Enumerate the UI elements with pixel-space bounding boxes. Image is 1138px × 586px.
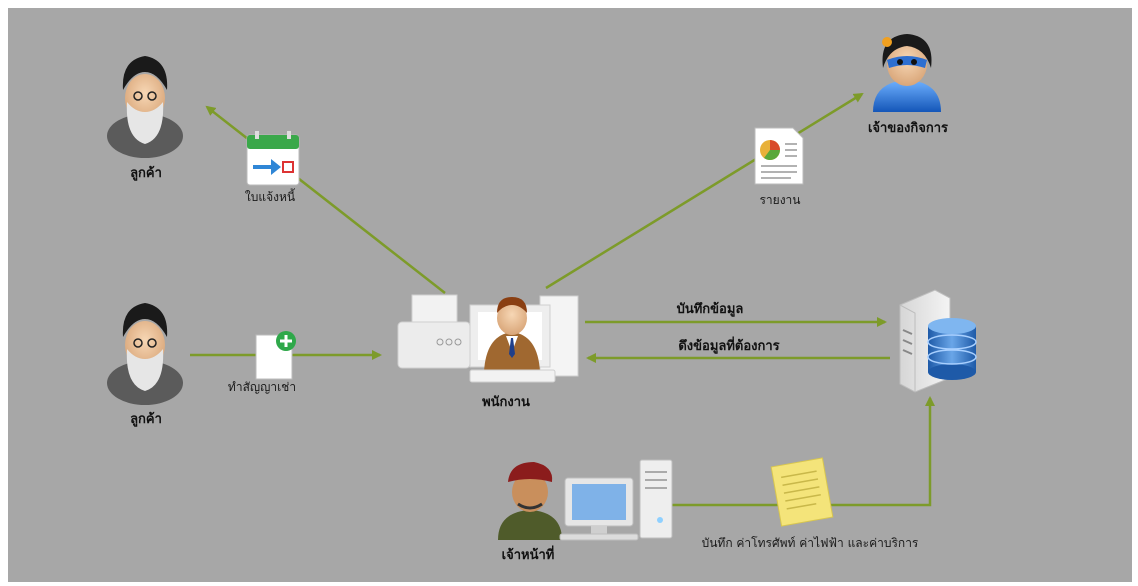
contract-label: ทำสัญญาเช่า: [228, 380, 296, 394]
arrow-employee-to-owner: [545, 92, 864, 290]
calendar-invoice-icon: [246, 131, 300, 186]
report-label: รายงาน: [759, 193, 800, 207]
database-server-icon: [899, 289, 977, 393]
arrow-officer-to-database: [672, 396, 935, 507]
old-man-customer-icon: [107, 56, 183, 158]
contract-node: ทำสัญญาเช่า: [228, 331, 296, 394]
desktop-computer-icon: [559, 459, 673, 541]
invoice-node: ใบแจ้งหนี้: [245, 131, 300, 204]
database-node: [899, 289, 977, 393]
officer-label: เจ้าหน้าที่: [502, 545, 555, 563]
report-node: รายงาน: [754, 127, 804, 207]
owner-label: เจ้าของกิจการ: [868, 120, 948, 136]
printer-icon: [397, 294, 471, 369]
report-chart-icon: [754, 127, 804, 185]
employee-label: พนักงาน: [482, 395, 530, 410]
customer-top-label: ลูกค้า: [130, 165, 162, 181]
owner-node: เจ้าของกิจการ: [868, 34, 948, 136]
officer-node: เจ้าหน้าที่: [498, 459, 673, 563]
employee-node: พนักงาน: [397, 294, 579, 410]
customer-bottom: ลูกค้า: [107, 303, 183, 427]
edge-save-data-label: บันทึกข้อมูล: [677, 301, 744, 317]
customer-bottom-label: ลูกค้า: [130, 411, 162, 427]
invoice-label: ใบแจ้งหนี้: [245, 188, 296, 204]
edge-fetch-data-label: ดึงข้อมูลที่ต้องการ: [678, 336, 779, 354]
officer-icon: [498, 462, 562, 540]
office-worker-icon: [397, 294, 579, 383]
old-man-customer-icon: [107, 303, 183, 405]
arrow-employee-to-invoice: [205, 105, 446, 294]
customer-top: ลูกค้า: [107, 56, 183, 181]
business-owner-icon: [873, 34, 941, 112]
document-add-icon: [255, 331, 296, 380]
edge-record-bills-label: บันทึก ค่าโทรศัพท์ ค่าไฟฟ้า และค่าบริการ: [702, 536, 919, 550]
sticky-note-icon: [770, 457, 834, 527]
